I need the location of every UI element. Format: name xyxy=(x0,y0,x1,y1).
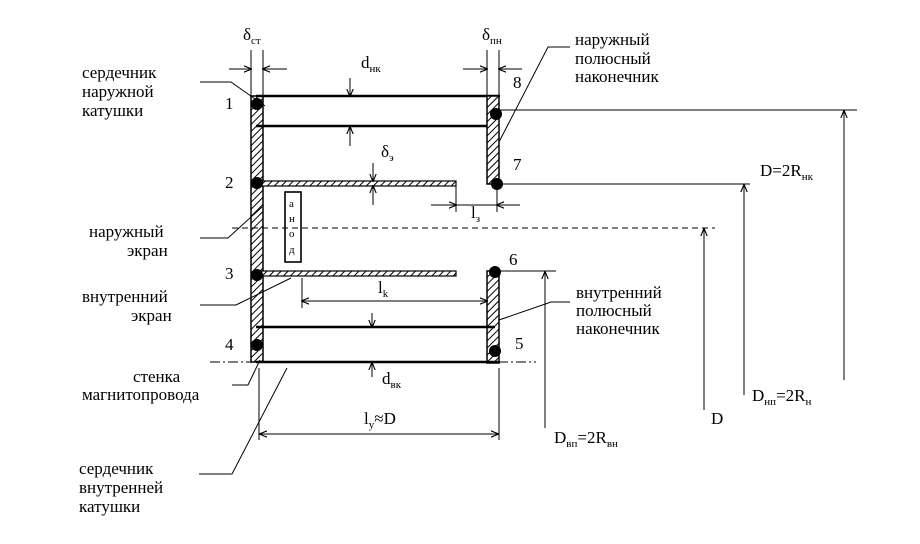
structure xyxy=(250,94,500,364)
point-label-7: 7 xyxy=(513,155,522,174)
anode-letter-2: н xyxy=(289,213,295,225)
anode xyxy=(284,191,302,263)
dim-label-delta-pn: δпн xyxy=(482,25,502,47)
point-label-3: 3 xyxy=(225,264,234,283)
leader-inner-screen xyxy=(200,277,292,306)
anode-letter-4: д xyxy=(289,244,295,256)
point-label-2: 2 xyxy=(225,173,234,192)
label-inner-pole-tip-2: полюсный xyxy=(576,301,652,320)
label-outer-screen-2: экран xyxy=(127,241,168,260)
label-inner-core-2: внутренней xyxy=(79,478,163,497)
point-numbers: 1 2 3 4 5 6 7 8 xyxy=(225,73,524,354)
dot-6 xyxy=(489,266,501,278)
label-inner-pole-tip-1: внутренний xyxy=(576,283,662,302)
dot-3 xyxy=(251,269,263,281)
dim-label-d-nk: dнк xyxy=(361,53,381,75)
label-inner-screen-1: внутренний xyxy=(82,287,168,306)
left-leaders xyxy=(199,81,292,475)
dim-label-l-k: lk xyxy=(378,278,389,300)
label-outer-core-1: сердечник xyxy=(82,63,157,82)
dim-label-delta-st: δст xyxy=(243,25,261,47)
label-inner-core-1: сердечник xyxy=(79,459,154,478)
outer-screen xyxy=(255,180,457,187)
dot-8 xyxy=(490,108,502,120)
point-label-8: 8 xyxy=(513,73,522,92)
dim-label-l-y: ly≈D xyxy=(364,409,396,431)
dim-label-d-vk: dвк xyxy=(382,369,402,391)
label-inner-screen-2: экран xyxy=(131,306,172,325)
left-labels: сердечник наружной катушки наружный экра… xyxy=(79,63,200,516)
magnetic-circuit-wall xyxy=(250,95,264,363)
leader-outer-screen xyxy=(200,206,263,239)
dim-label-delta-e: δэ xyxy=(381,142,394,164)
point-label-6: 6 xyxy=(509,250,518,269)
dot-2 xyxy=(251,177,263,189)
label-inner-core-3: катушки xyxy=(79,497,140,516)
label-outer-pole-tip-1: наружный xyxy=(575,30,650,49)
dim-label-D-np: Dнп=2Rн xyxy=(752,386,812,408)
label-outer-screen-1: наружный xyxy=(89,222,164,241)
dot-1 xyxy=(251,98,263,110)
dot-4 xyxy=(251,339,263,351)
dot-7 xyxy=(491,178,503,190)
leader-inner-pole-tip xyxy=(498,301,570,321)
dot-5 xyxy=(489,345,501,357)
label-outer-core-3: катушки xyxy=(82,101,143,120)
right-labels: наружный полюсный наконечник внутренний … xyxy=(575,30,662,338)
point-label-5: 5 xyxy=(515,334,524,353)
label-outer-core-2: наружной xyxy=(82,82,154,101)
dim-label-D-outer: D=2Rнк xyxy=(760,161,814,183)
label-wall-2: магнитопровода xyxy=(82,385,200,404)
dim-label-D: D xyxy=(711,409,723,428)
point-label-4: 4 xyxy=(225,335,234,354)
inner-screen xyxy=(255,270,457,277)
label-outer-pole-tip-3: наконечник xyxy=(575,67,660,86)
leader-outer-pole-tip xyxy=(498,46,570,143)
anode-label: а н о д xyxy=(289,198,295,256)
label-inner-pole-tip-3: наконечник xyxy=(576,319,661,338)
label-wall-1: стенка xyxy=(133,367,181,386)
dimension-labels: δст δпн dнк δэ lз lk dвк ly≈D D=2Rнк Dнп… xyxy=(243,25,814,450)
leader-inner-core xyxy=(199,367,288,475)
label-outer-pole-tip-2: полюсный xyxy=(575,49,651,68)
dim-label-D-vp: Dвп=2Rвн xyxy=(554,428,618,450)
leader-outer-core xyxy=(200,81,266,107)
dim-label-l-z: lз xyxy=(471,203,480,225)
dimension-lines xyxy=(229,50,857,440)
leader-wall xyxy=(232,359,261,386)
dots xyxy=(251,98,503,357)
anode-letter-3: о xyxy=(289,228,295,240)
anode-letter-1: а xyxy=(289,198,294,210)
point-label-1: 1 xyxy=(225,94,234,113)
